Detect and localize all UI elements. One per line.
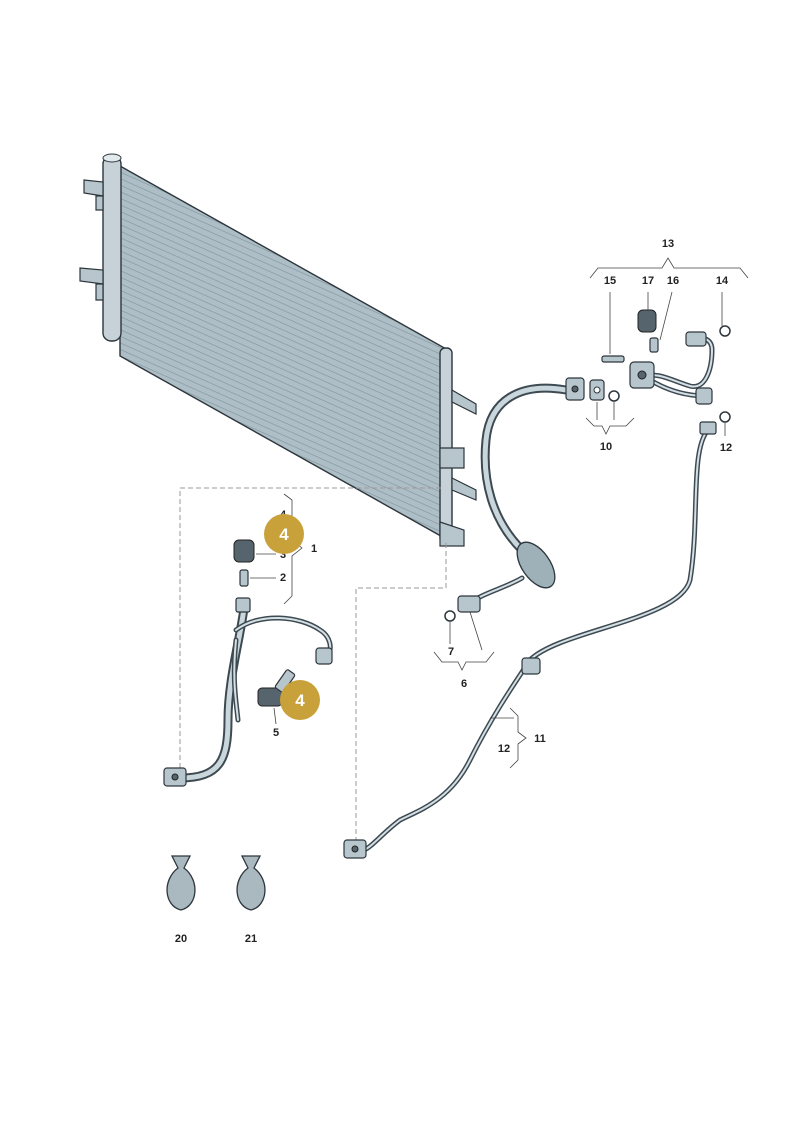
label-14: 14 (716, 275, 729, 287)
badge-bottom: 4 (280, 680, 320, 720)
label-6: 6 (461, 678, 467, 690)
label-11: 11 (534, 733, 546, 745)
label-1: 1 (311, 543, 317, 555)
liquid-line (343, 421, 717, 859)
label-3: 3 (280, 549, 286, 561)
label-10: 10 (600, 441, 612, 453)
label-7: 7 (448, 646, 454, 658)
label-12-lower: 12 (498, 743, 510, 755)
label-17: 17 (642, 275, 654, 287)
label-13: 13 (662, 238, 674, 250)
label-12-upper: 12 (720, 442, 732, 454)
badge-bottom-number: 4 (295, 691, 305, 710)
label-5: 5 (273, 727, 279, 739)
label-15: 15 (604, 275, 616, 287)
pressure-line (163, 539, 333, 787)
badge-top-number: 4 (279, 525, 289, 544)
label-20: 20 (175, 933, 187, 945)
desiccant-bag-20 (166, 855, 196, 911)
label-21: 21 (245, 933, 257, 945)
reference-lines (179, 487, 447, 850)
expansion-valve-assembly (444, 309, 731, 622)
suction-hose (457, 377, 585, 613)
desiccant-bag-21 (236, 855, 266, 911)
condenser (79, 153, 477, 547)
label-16: 16 (667, 275, 679, 287)
badge-top: 4 (264, 514, 304, 554)
leader-lines (250, 257, 749, 769)
label-2: 2 (280, 572, 286, 584)
